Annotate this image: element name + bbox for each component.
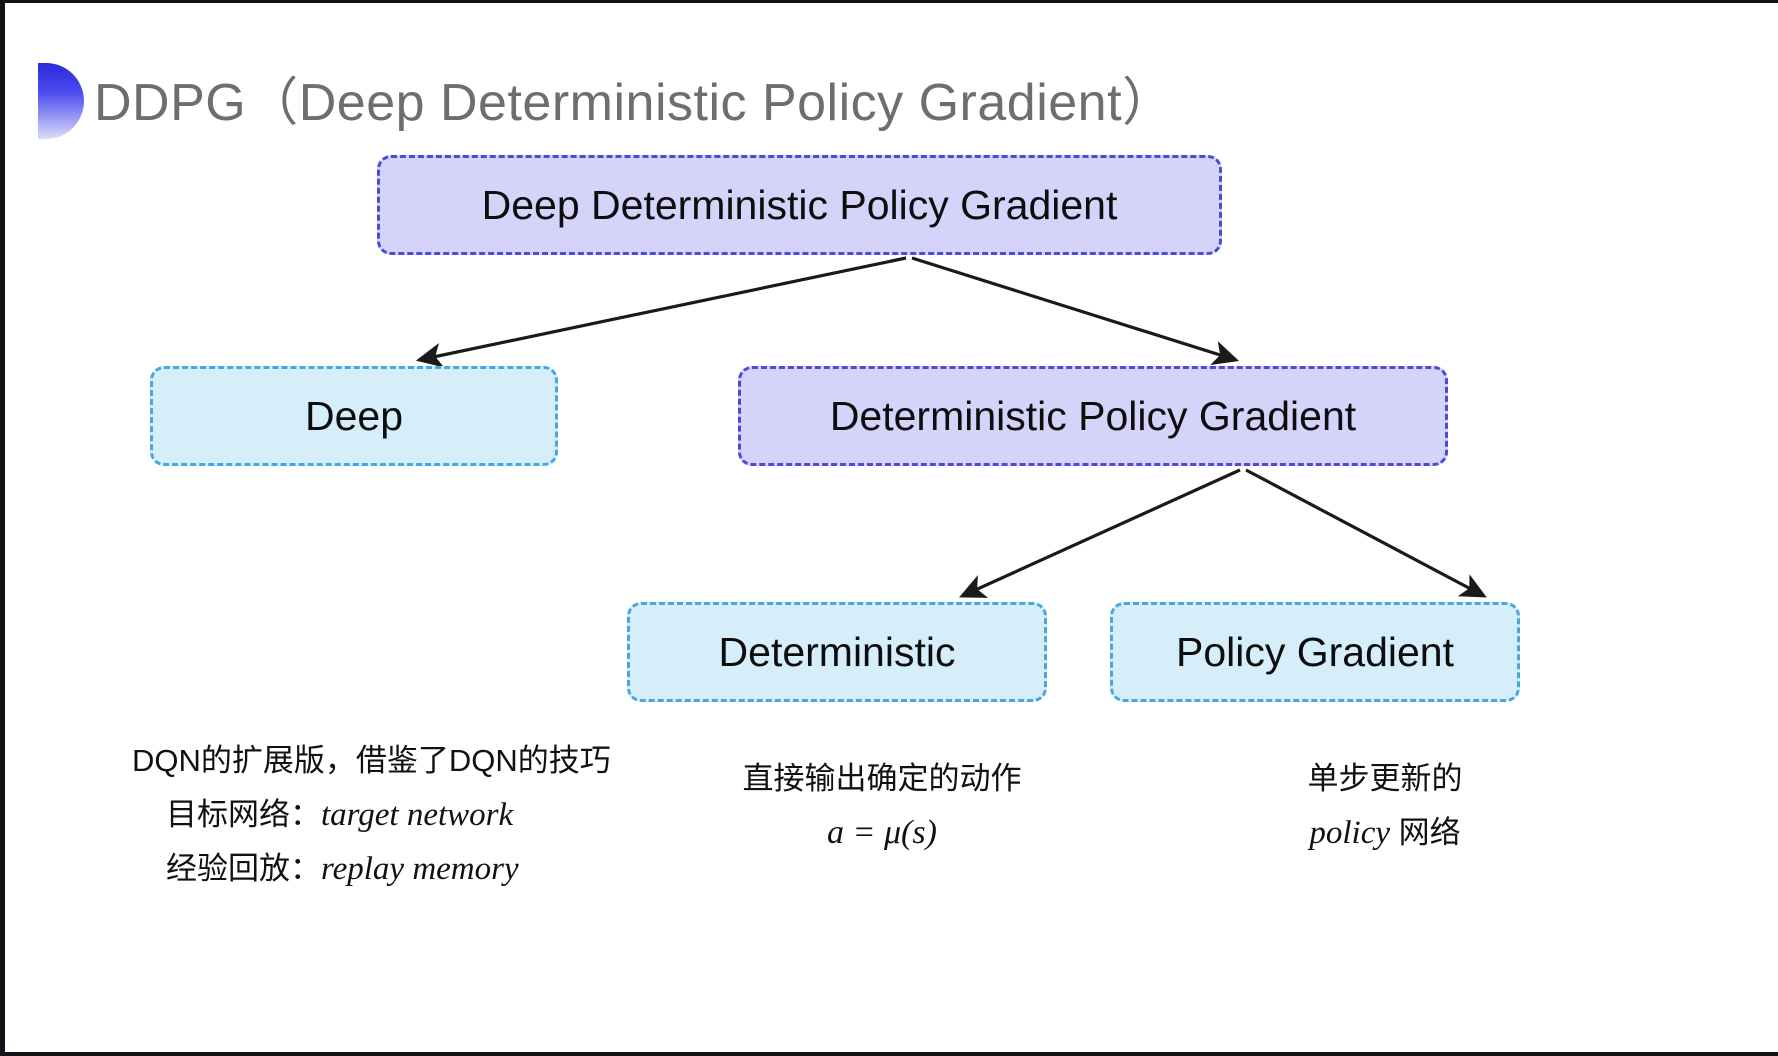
annotation-deterministic-formula: a = μ(s) xyxy=(827,814,937,851)
annotation-deterministic: 直接输出确定的动作 a = μ(s) xyxy=(742,752,1022,860)
page-title: DDPG（Deep Deterministic Policy Gradient） xyxy=(94,74,1175,132)
annotation-policy-gradient-term: policy xyxy=(1309,815,1390,851)
annotation-policy-gradient-line2: policy 网络 xyxy=(1240,806,1530,860)
frame-edge-left xyxy=(0,0,5,1056)
node-deep[interactable]: Deep xyxy=(150,366,558,466)
annotation-deterministic-line1: 直接输出确定的动作 xyxy=(742,761,1022,796)
node-root[interactable]: Deep Deterministic Policy Gradient xyxy=(377,155,1222,255)
annotation-deep: DQN的扩展版，借鉴了DQN的技巧 目标网络：target network 经验… xyxy=(132,734,611,896)
frame-edge-top xyxy=(0,0,1778,3)
annotation-deep-line2: 目标网络：target network xyxy=(132,788,611,842)
node-policy-gradient[interactable]: Policy Gradient xyxy=(1110,602,1520,702)
annotation-deep-line3-term: replay memory xyxy=(321,851,519,887)
annotation-deep-line2-term: target network xyxy=(321,797,514,833)
node-deterministic[interactable]: Deterministic xyxy=(627,602,1047,702)
annotation-deep-line2-label: 目标网络： xyxy=(166,797,321,832)
annotation-policy-gradient-line1: 单步更新的 xyxy=(1307,761,1463,796)
node-deterministic-policy-gradient[interactable]: Deterministic Policy Gradient xyxy=(738,366,1448,466)
title-bullet-icon xyxy=(38,63,84,139)
annotation-deep-line3: 经验回放：replay memory xyxy=(132,842,611,896)
annotation-policy-gradient: 单步更新的 policy 网络 xyxy=(1240,752,1530,860)
annotation-deep-line1: DQN的扩展版，借鉴了DQN的技巧 xyxy=(132,743,611,778)
annotation-policy-gradient-suffix: 网络 xyxy=(1390,815,1461,850)
annotation-deep-line3-label: 经验回放： xyxy=(166,851,321,886)
frame-edge-bottom xyxy=(0,1052,1778,1056)
